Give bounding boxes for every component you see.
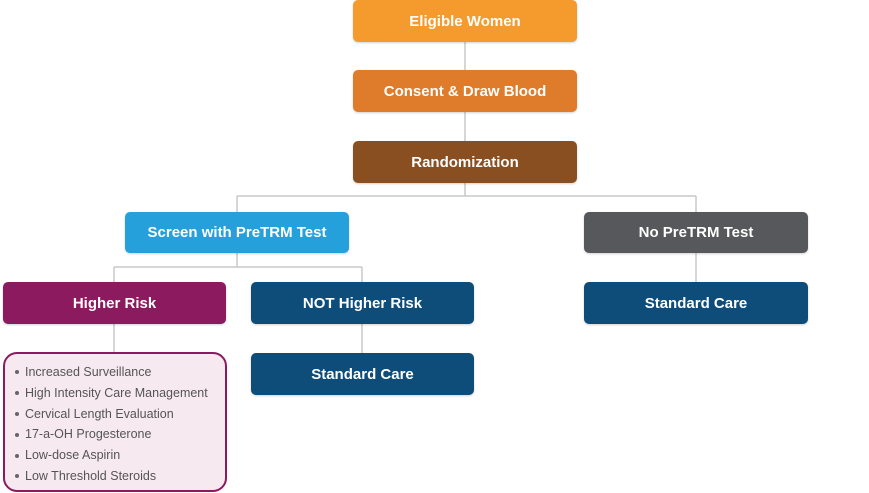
list-item: Increased Surveillance: [15, 362, 219, 383]
standard-care-label-left: Standard Care: [311, 365, 414, 383]
intervention-text: High Intensity Care Management: [25, 385, 208, 400]
list-item: High Intensity Care Management: [15, 383, 219, 404]
intervention-text: Cervical Length Evaluation: [25, 406, 174, 421]
bullet-icon: [15, 432, 19, 437]
randomization-label: Randomization: [411, 153, 519, 171]
intervention-text: Increased Surveillance: [25, 365, 152, 379]
list-item: 17-a-OH Progesterone: [15, 424, 219, 445]
list-item: Low-dose Aspirin: [15, 445, 219, 466]
interventions-list: Increased Surveillance High Intensity Ca…: [15, 362, 219, 487]
randomization-box: Randomization: [353, 141, 577, 183]
list-item: Cervical Length Evaluation: [15, 404, 219, 425]
bullet-icon: [15, 391, 19, 396]
bullet-icon: [15, 411, 19, 416]
intervention-text: Low-dose Aspirin: [25, 448, 121, 463]
standard-care-box-left: Standard Care: [251, 353, 474, 395]
connector-randomization-branch: [236, 183, 697, 212]
higher-risk-label: Higher Risk: [72, 294, 157, 312]
higher-risk-box: Higher Risk: [3, 282, 226, 324]
screen-pretrm-test-box: Screen with PreTRM Test: [125, 212, 349, 253]
intervention-text: Low Threshold Steroids: [25, 468, 157, 483]
consent-draw-blood-label: Consent & Draw Blood: [383, 82, 547, 100]
no-pretrm-test-label: No PreTRM Test: [638, 224, 754, 241]
eligible-women-label: Eligible Women: [409, 12, 521, 30]
not-higher-risk-box: NOT Higher Risk: [251, 282, 474, 324]
bullet-icon: [15, 453, 19, 458]
not-higher-risk-label: NOT Higher Risk: [302, 294, 423, 312]
consent-draw-blood-box: Consent & Draw Blood: [353, 70, 577, 112]
standard-care-box-right: Standard Care: [584, 282, 808, 324]
connector-screen-branch: [113, 253, 363, 282]
list-item: Low Threshold Steroids: [15, 466, 219, 487]
screen-pretrm-test-label: Screen with PreTRM Test: [147, 224, 327, 241]
bullet-icon: [15, 474, 19, 479]
no-pretrm-test-box: No PreTRM Test: [584, 212, 808, 253]
intervention-text: 17-a-OH Progesterone: [25, 427, 152, 442]
standard-care-label-right: Standard Care: [644, 294, 748, 312]
eligible-women-box: Eligible Women: [353, 0, 577, 42]
bullet-icon: [15, 370, 19, 375]
interventions-list-box: Increased Surveillance High Intensity Ca…: [3, 352, 227, 492]
